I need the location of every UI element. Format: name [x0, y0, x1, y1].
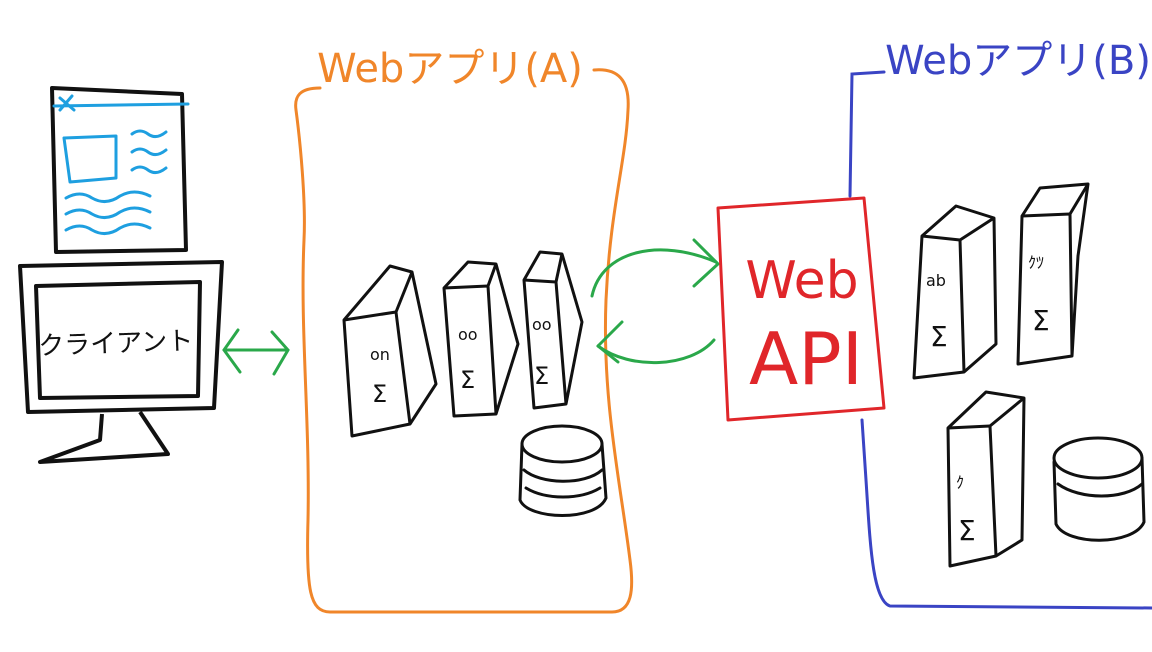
- svg-text:oo: oo: [458, 325, 478, 344]
- app-b-server-3: ｸ Σ: [946, 390, 1026, 568]
- web-api-label-line2: API: [749, 317, 863, 401]
- svg-text:oo: oo: [532, 315, 552, 334]
- app-b-boundary: [848, 70, 1152, 610]
- svg-text:ab: ab: [926, 271, 946, 290]
- app-b-server-1: ab Σ: [912, 204, 998, 380]
- client-label: クライアント: [38, 326, 194, 361]
- client-monitor: [18, 260, 224, 464]
- app-b-database: [1052, 436, 1146, 542]
- app-a-server-1: on Σ: [342, 264, 438, 438]
- web-api-label-line1: Web: [745, 251, 858, 311]
- svg-text:Σ: Σ: [460, 366, 475, 394]
- svg-text:Σ: Σ: [372, 380, 387, 408]
- svg-text:on: on: [370, 345, 390, 364]
- document-icon: [50, 86, 190, 254]
- app-b-title: Webアプリ(B): [885, 38, 1151, 84]
- app-a-server-3: oo Σ: [522, 250, 584, 410]
- web-api-box: [716, 196, 886, 422]
- svg-text:ｸ: ｸ: [956, 473, 964, 492]
- svg-text:Σ: Σ: [958, 514, 976, 547]
- svg-text:Σ: Σ: [534, 362, 549, 390]
- svg-text:Σ: Σ: [1032, 304, 1050, 337]
- client-app-a-arrow: [222, 328, 290, 376]
- svg-text:ｸﾂ: ｸﾂ: [1028, 253, 1044, 272]
- svg-text:Σ: Σ: [930, 320, 948, 353]
- app-a-database: [518, 424, 608, 517]
- app-a-api-arrows: [590, 238, 721, 364]
- app-a-server-2: oo Σ: [442, 260, 520, 418]
- app-a-boundary: [294, 68, 634, 614]
- app-a-title: Webアプリ(A): [317, 46, 583, 92]
- app-b-server-2: ｸﾂ Σ: [1016, 182, 1090, 366]
